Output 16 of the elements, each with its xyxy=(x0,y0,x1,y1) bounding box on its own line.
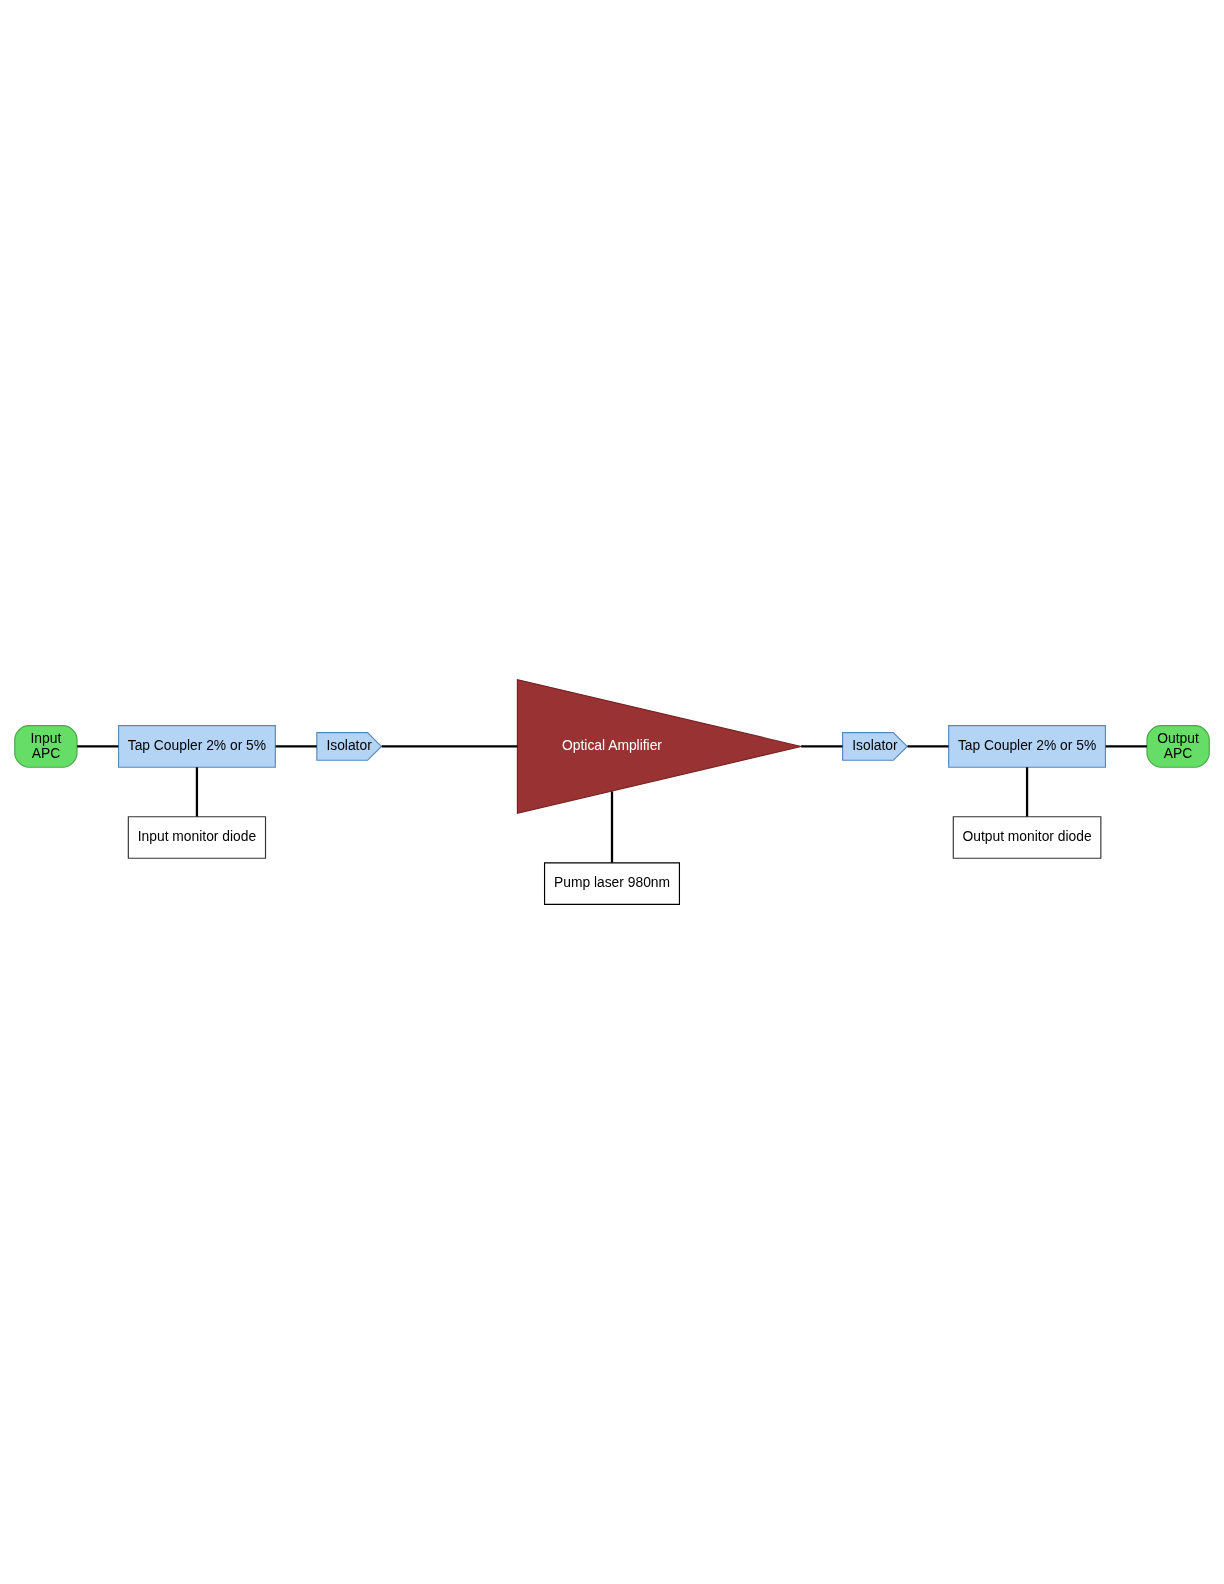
connector xyxy=(1105,745,1147,748)
node-box: Tap Coupler 2% or 5% xyxy=(117,725,276,768)
connector xyxy=(275,745,317,748)
connector xyxy=(1025,767,1029,817)
node-box: Tap Coupler 2% or 5% xyxy=(948,725,1107,768)
node-box: Input monitor diode xyxy=(127,816,267,859)
connector xyxy=(77,745,119,748)
node-box: Input APC xyxy=(14,725,78,768)
connector xyxy=(195,767,199,817)
node-box: Output APC xyxy=(1146,725,1210,768)
connector xyxy=(801,745,843,748)
connector xyxy=(610,791,614,863)
connector xyxy=(381,745,518,748)
connector xyxy=(907,745,949,748)
node-box: Output monitor diode xyxy=(952,816,1102,859)
node-box: Pump laser 980nm xyxy=(544,862,680,905)
